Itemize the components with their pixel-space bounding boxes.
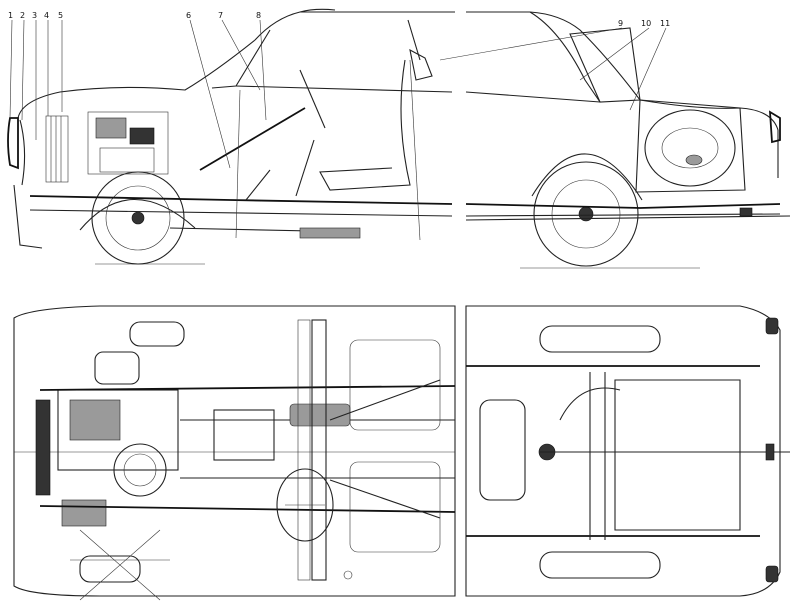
leader-lines <box>9 19 667 169</box>
callout-11: 11 <box>660 19 670 28</box>
side-view-front <box>7 8 455 265</box>
callout-6: 6 <box>186 11 191 20</box>
callout-7: 7 <box>218 11 223 20</box>
callout-2: 2 <box>20 11 25 20</box>
side-view-rear <box>465 11 791 269</box>
callout-9: 9 <box>618 19 623 28</box>
top-view-front <box>13 305 456 601</box>
callout-4: 4 <box>44 11 49 20</box>
callout-5: 5 <box>58 11 63 20</box>
callout-1: 1 <box>8 11 13 20</box>
callout-8: 8 <box>256 11 261 20</box>
top-view-rear <box>465 305 790 597</box>
callout-10: 10 <box>641 19 651 28</box>
callout-3: 3 <box>32 11 37 20</box>
callout-labels: 1 2 3 4 5 6 7 8 9 10 11 <box>8 11 670 28</box>
